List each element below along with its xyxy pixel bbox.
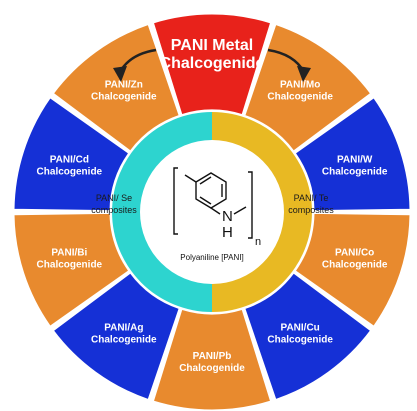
bond-n-right [233, 206, 247, 215]
segment-w [294, 97, 411, 212]
polyaniline-caption: Polyaniline [PANI] [180, 253, 243, 262]
segment-co-label-line1: PANI/Co [335, 247, 374, 258]
se-label-line2: composites [91, 205, 137, 215]
nitrogen-label: N [222, 208, 233, 225]
repeat-subscript: n [255, 236, 261, 248]
se-label-line1: PANI/ Se [96, 193, 132, 203]
bond-ring-n [210, 207, 221, 215]
left-bracket [173, 167, 178, 235]
segment-cu-label-line1: PANI/Cu [281, 322, 320, 333]
left-arrowhead [113, 66, 127, 82]
inner-bond-1 [199, 176, 212, 185]
segment-zn-label-line1: PANI/Zn [105, 80, 143, 91]
segment-co-label-line2: Chalcogenide [322, 259, 388, 270]
segment-mo-label-line2: Chalcogenide [267, 92, 333, 103]
segment-cu [244, 272, 372, 401]
te-label-line2: composites [288, 205, 334, 215]
benzene-ring [195, 172, 227, 209]
segment-metal [152, 13, 272, 116]
segment-pb-label-line1: PANI/Pb [193, 351, 232, 362]
te-label-line1: PANI/ Te [294, 193, 329, 203]
hydrogen-label: H [222, 224, 233, 241]
center-circle [140, 140, 284, 284]
segment-co [294, 212, 411, 327]
segment-w-label-line1: PANI/W [337, 155, 373, 166]
segment-zn-label-line2: Chalcogenide [91, 92, 157, 103]
segment-ag-label-line1: PANI/Ag [104, 322, 143, 333]
segment-metal-label-line1: PANI Metal [171, 37, 253, 54]
curved-arrows [113, 48, 311, 82]
segment-cd-label-line1: PANI/Cd [50, 155, 89, 166]
segment-mo-label-line1: PANI/Mo [280, 80, 320, 91]
segment-w-label-line2: Chalcogenide [322, 167, 388, 178]
segment-pb [152, 308, 272, 411]
segment-pb-label-line2: Chalcogenide [179, 363, 245, 374]
outer-ring: PANI MetalChalcogenidePANI/MoChalcogenid… [13, 13, 411, 411]
right-bracket [248, 171, 253, 239]
segment-bi-label-line1: PANI/Bi [51, 247, 87, 258]
inner-bond-3 [199, 196, 212, 205]
segment-cd-label-line2: Chalcogenide [37, 167, 103, 178]
segment-ag [52, 272, 180, 401]
bond-left [184, 174, 197, 183]
segment-bi [13, 212, 130, 327]
segment-ag-label-line2: Chalcogenide [91, 334, 157, 345]
segment-cu-label-line2: Chalcogenide [267, 334, 333, 345]
segment-metal-label-line2: Chalcogenide [160, 55, 265, 72]
segment-cd [13, 97, 130, 212]
segment-mo [244, 23, 372, 152]
right-arrowhead [297, 66, 311, 82]
polyaniline-structure [173, 167, 253, 239]
segment-bi-label-line2: Chalcogenide [37, 259, 103, 270]
segment-zn [52, 23, 180, 152]
